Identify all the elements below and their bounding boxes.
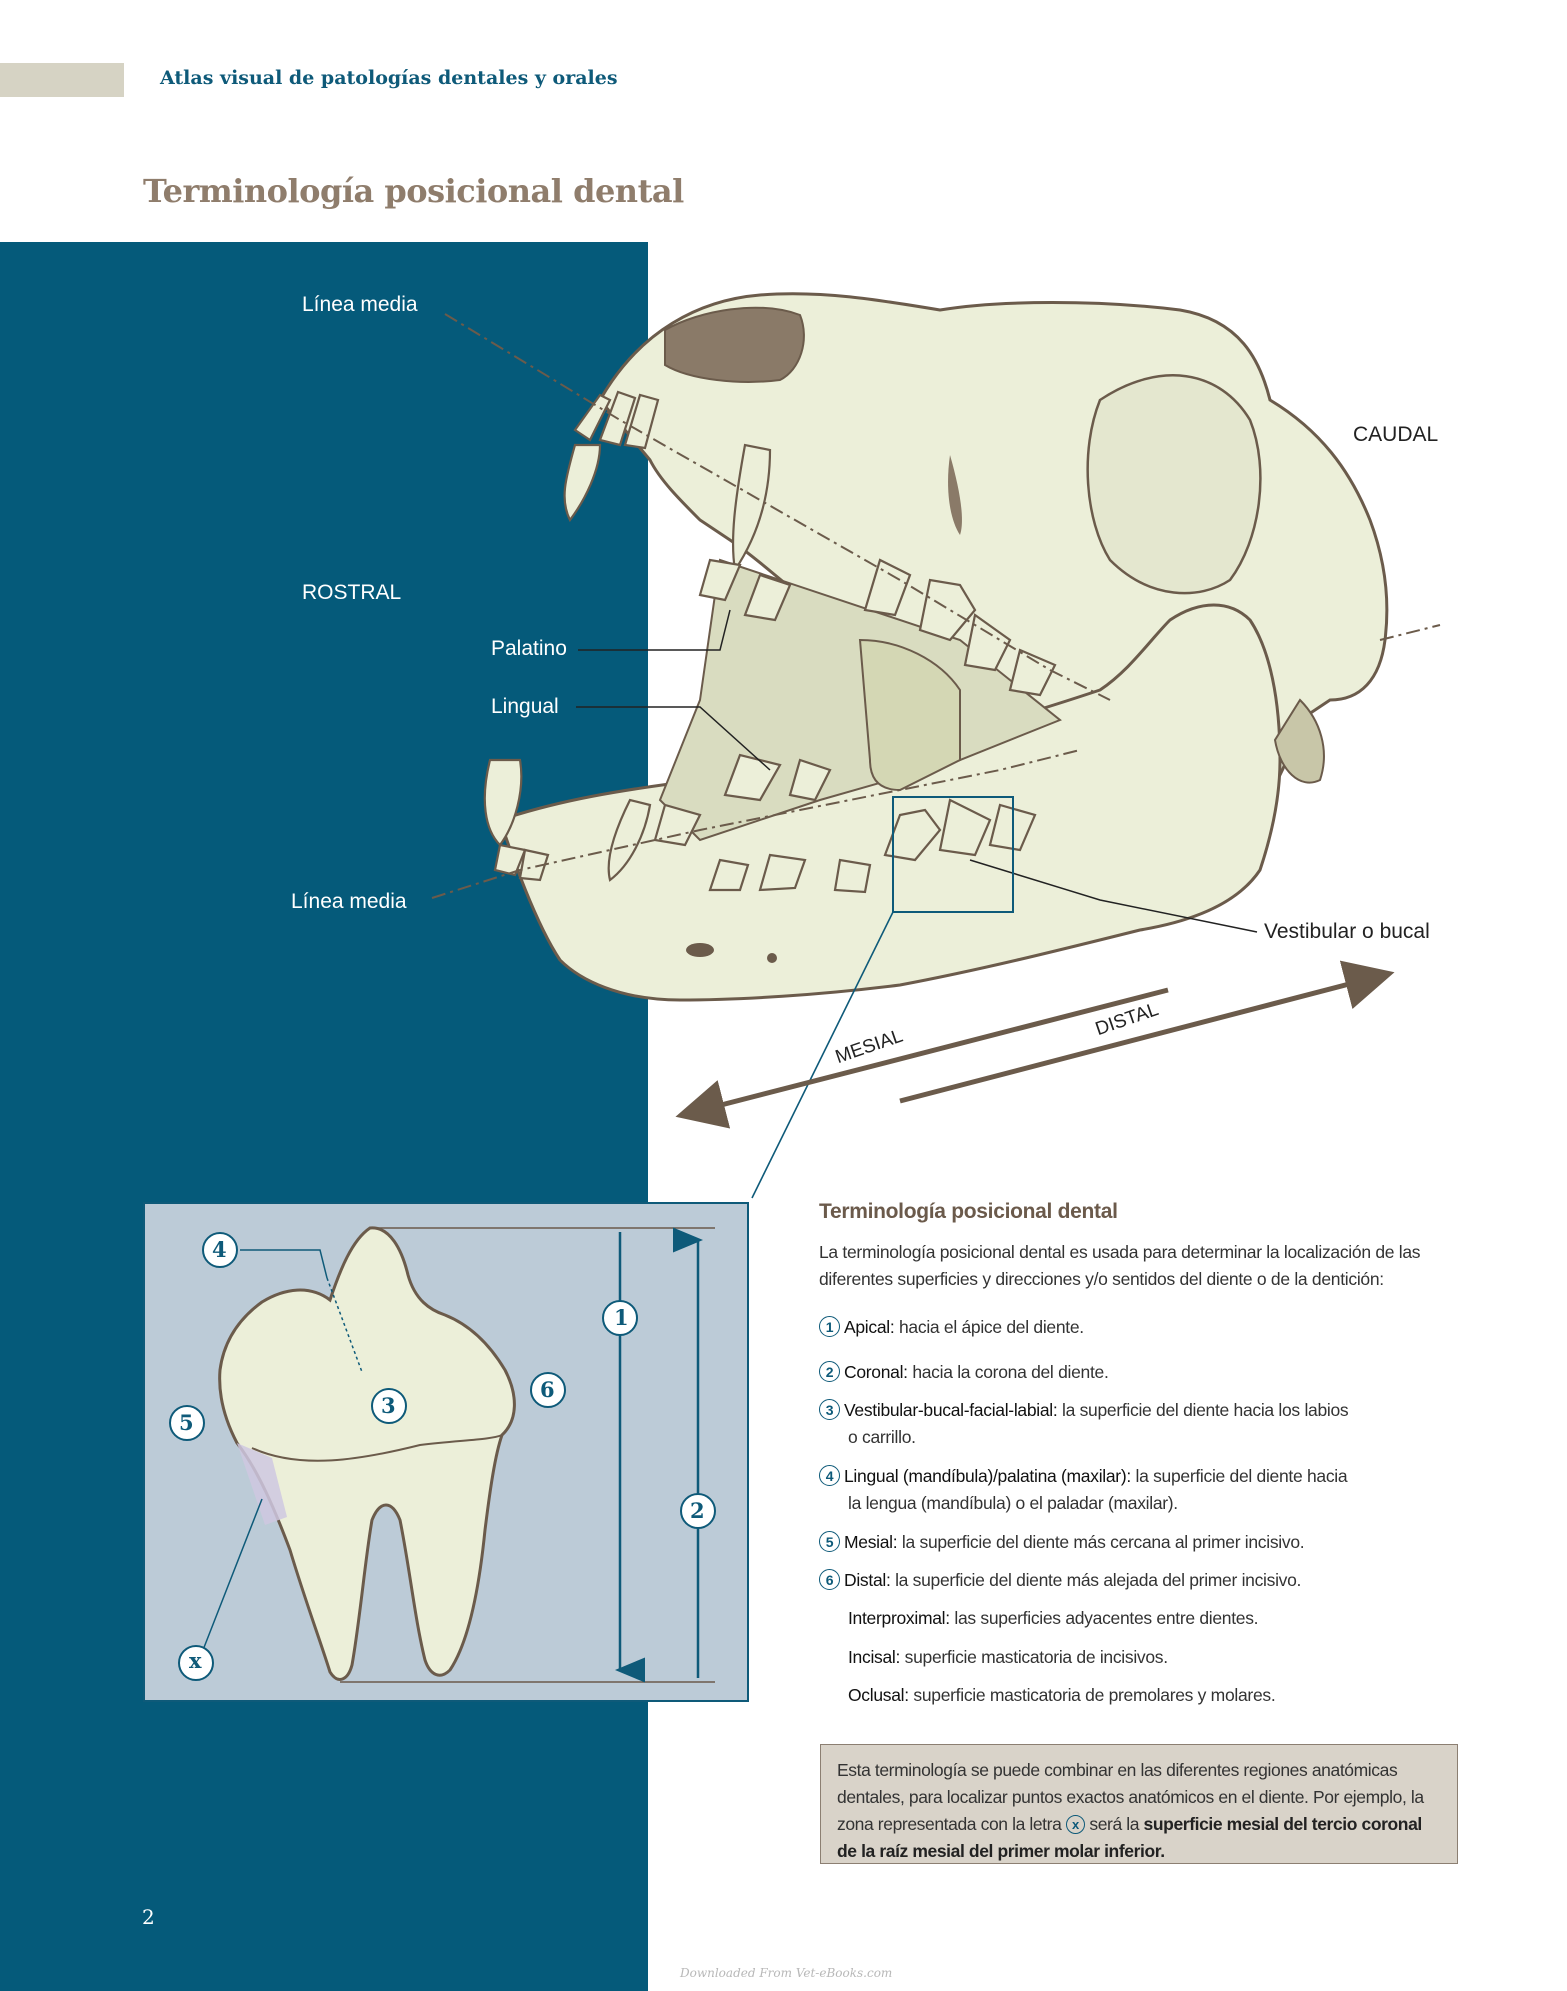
upper-teeth	[563, 390, 1057, 697]
watermark: Downloaded From Vet-eBooks.com	[680, 1966, 893, 1980]
mental-foramen	[686, 943, 714, 957]
item-desc: la superficie del diente más cercana al …	[901, 1532, 1305, 1552]
item-term: Distal:	[844, 1570, 891, 1590]
item-number: 5	[819, 1531, 840, 1552]
item-desc: las superficies adyacentes entre dientes…	[954, 1608, 1259, 1628]
item-term: Coronal:	[844, 1362, 908, 1382]
midline-upper	[444, 313, 1111, 701]
marker-x: x	[189, 1648, 202, 1673]
marker-2: 2	[690, 1498, 705, 1523]
skull-foramen	[948, 455, 962, 535]
item-term: Interproximal:	[848, 1608, 950, 1628]
item-desc-cont: o carrillo.	[848, 1427, 916, 1447]
item-desc-cont: la lengua (mandíbula) o el paladar (maxi…	[848, 1493, 1178, 1513]
header-tab	[0, 63, 124, 97]
item-desc: la superficie del diente hacia los labio…	[1062, 1400, 1349, 1420]
page-number: 2	[142, 1905, 155, 1929]
item-number: 4	[819, 1465, 840, 1486]
intro-paragraph: La terminología posicional dental es usa…	[819, 1242, 1421, 1289]
list-item: Oclusal: superficie masticatoria de prem…	[819, 1682, 1468, 1709]
list-item: Incisal: superficie masticatoria de inci…	[819, 1644, 1468, 1671]
page-title: Terminología posicional dental	[143, 172, 684, 210]
item-number: 3	[819, 1399, 840, 1420]
item-term: Oclusal:	[848, 1685, 909, 1705]
label-linea-media-bottom: Línea media	[291, 890, 407, 913]
marker-6: 6	[540, 1377, 555, 1402]
item-term: Mesial:	[844, 1532, 898, 1552]
tongue-area	[858, 638, 961, 792]
note-x-marker: x	[1065, 1815, 1085, 1834]
item-term: Lingual (mandíbula)/palatina (maxilar):	[844, 1466, 1131, 1486]
section-title: Terminología posicional dental	[819, 1200, 1118, 1223]
mesial-arrow	[675, 987, 1169, 1129]
skull-orbit	[664, 306, 805, 383]
item-term: Incisal:	[848, 1647, 901, 1667]
note-box: Esta terminología se puede combinar en l…	[820, 1744, 1458, 1864]
running-title: Atlas visual de patologías dentales y or…	[160, 67, 618, 89]
list-item: Interproximal: las superficies adyacente…	[819, 1605, 1468, 1632]
item-desc: hacia la corona del diente.	[912, 1362, 1109, 1382]
item-desc: hacia el ápice del diente.	[899, 1317, 1084, 1337]
callout-box	[892, 796, 1014, 913]
item-term: Vestibular-bucal-facial-labial:	[844, 1400, 1058, 1420]
item-desc: la superficie del diente hacia	[1135, 1466, 1348, 1486]
label-vestibular: Vestibular o bucal	[1264, 920, 1430, 943]
marker-4: 4	[212, 1237, 227, 1262]
marker-3: 3	[381, 1393, 396, 1418]
label-lingual: Lingual	[491, 695, 559, 718]
item-number: 2	[819, 1361, 840, 1382]
mental-foramen-small	[767, 953, 777, 963]
label-rostral: ROSTRAL	[302, 581, 402, 604]
callout-connector	[751, 911, 894, 1199]
note-bold-text: superficie mesial del tercio coronal de …	[837, 1814, 1422, 1861]
label-linea-media-top: Línea media	[302, 293, 418, 316]
item-desc: la superficie del diente más alejada del…	[895, 1570, 1302, 1590]
note-text-part2: será la	[1089, 1814, 1140, 1834]
distal-arrow	[899, 960, 1395, 1104]
marker-1: 1	[614, 1305, 629, 1330]
marker-5: 5	[179, 1410, 194, 1435]
note-text-part1: Esta terminología se puede combinar en l…	[837, 1760, 1424, 1834]
item-desc: superficie masticatoria de premolares y …	[913, 1685, 1276, 1705]
leader-palatino	[578, 609, 731, 651]
skull-condyle	[1273, 698, 1325, 784]
label-palatino: Palatino	[491, 637, 567, 660]
item-number: 1	[819, 1316, 840, 1337]
midline-upper-tail	[1379, 624, 1441, 641]
item-desc: superficie masticatoria de incisivos.	[904, 1647, 1168, 1667]
item-number: 6	[819, 1569, 840, 1590]
midline-lower	[431, 749, 1081, 899]
leader-lingual	[576, 706, 771, 771]
label-caudal: CAUDAL	[1353, 423, 1439, 446]
item-term: Apical:	[844, 1317, 895, 1337]
skull-zygomatic	[1086, 374, 1262, 595]
